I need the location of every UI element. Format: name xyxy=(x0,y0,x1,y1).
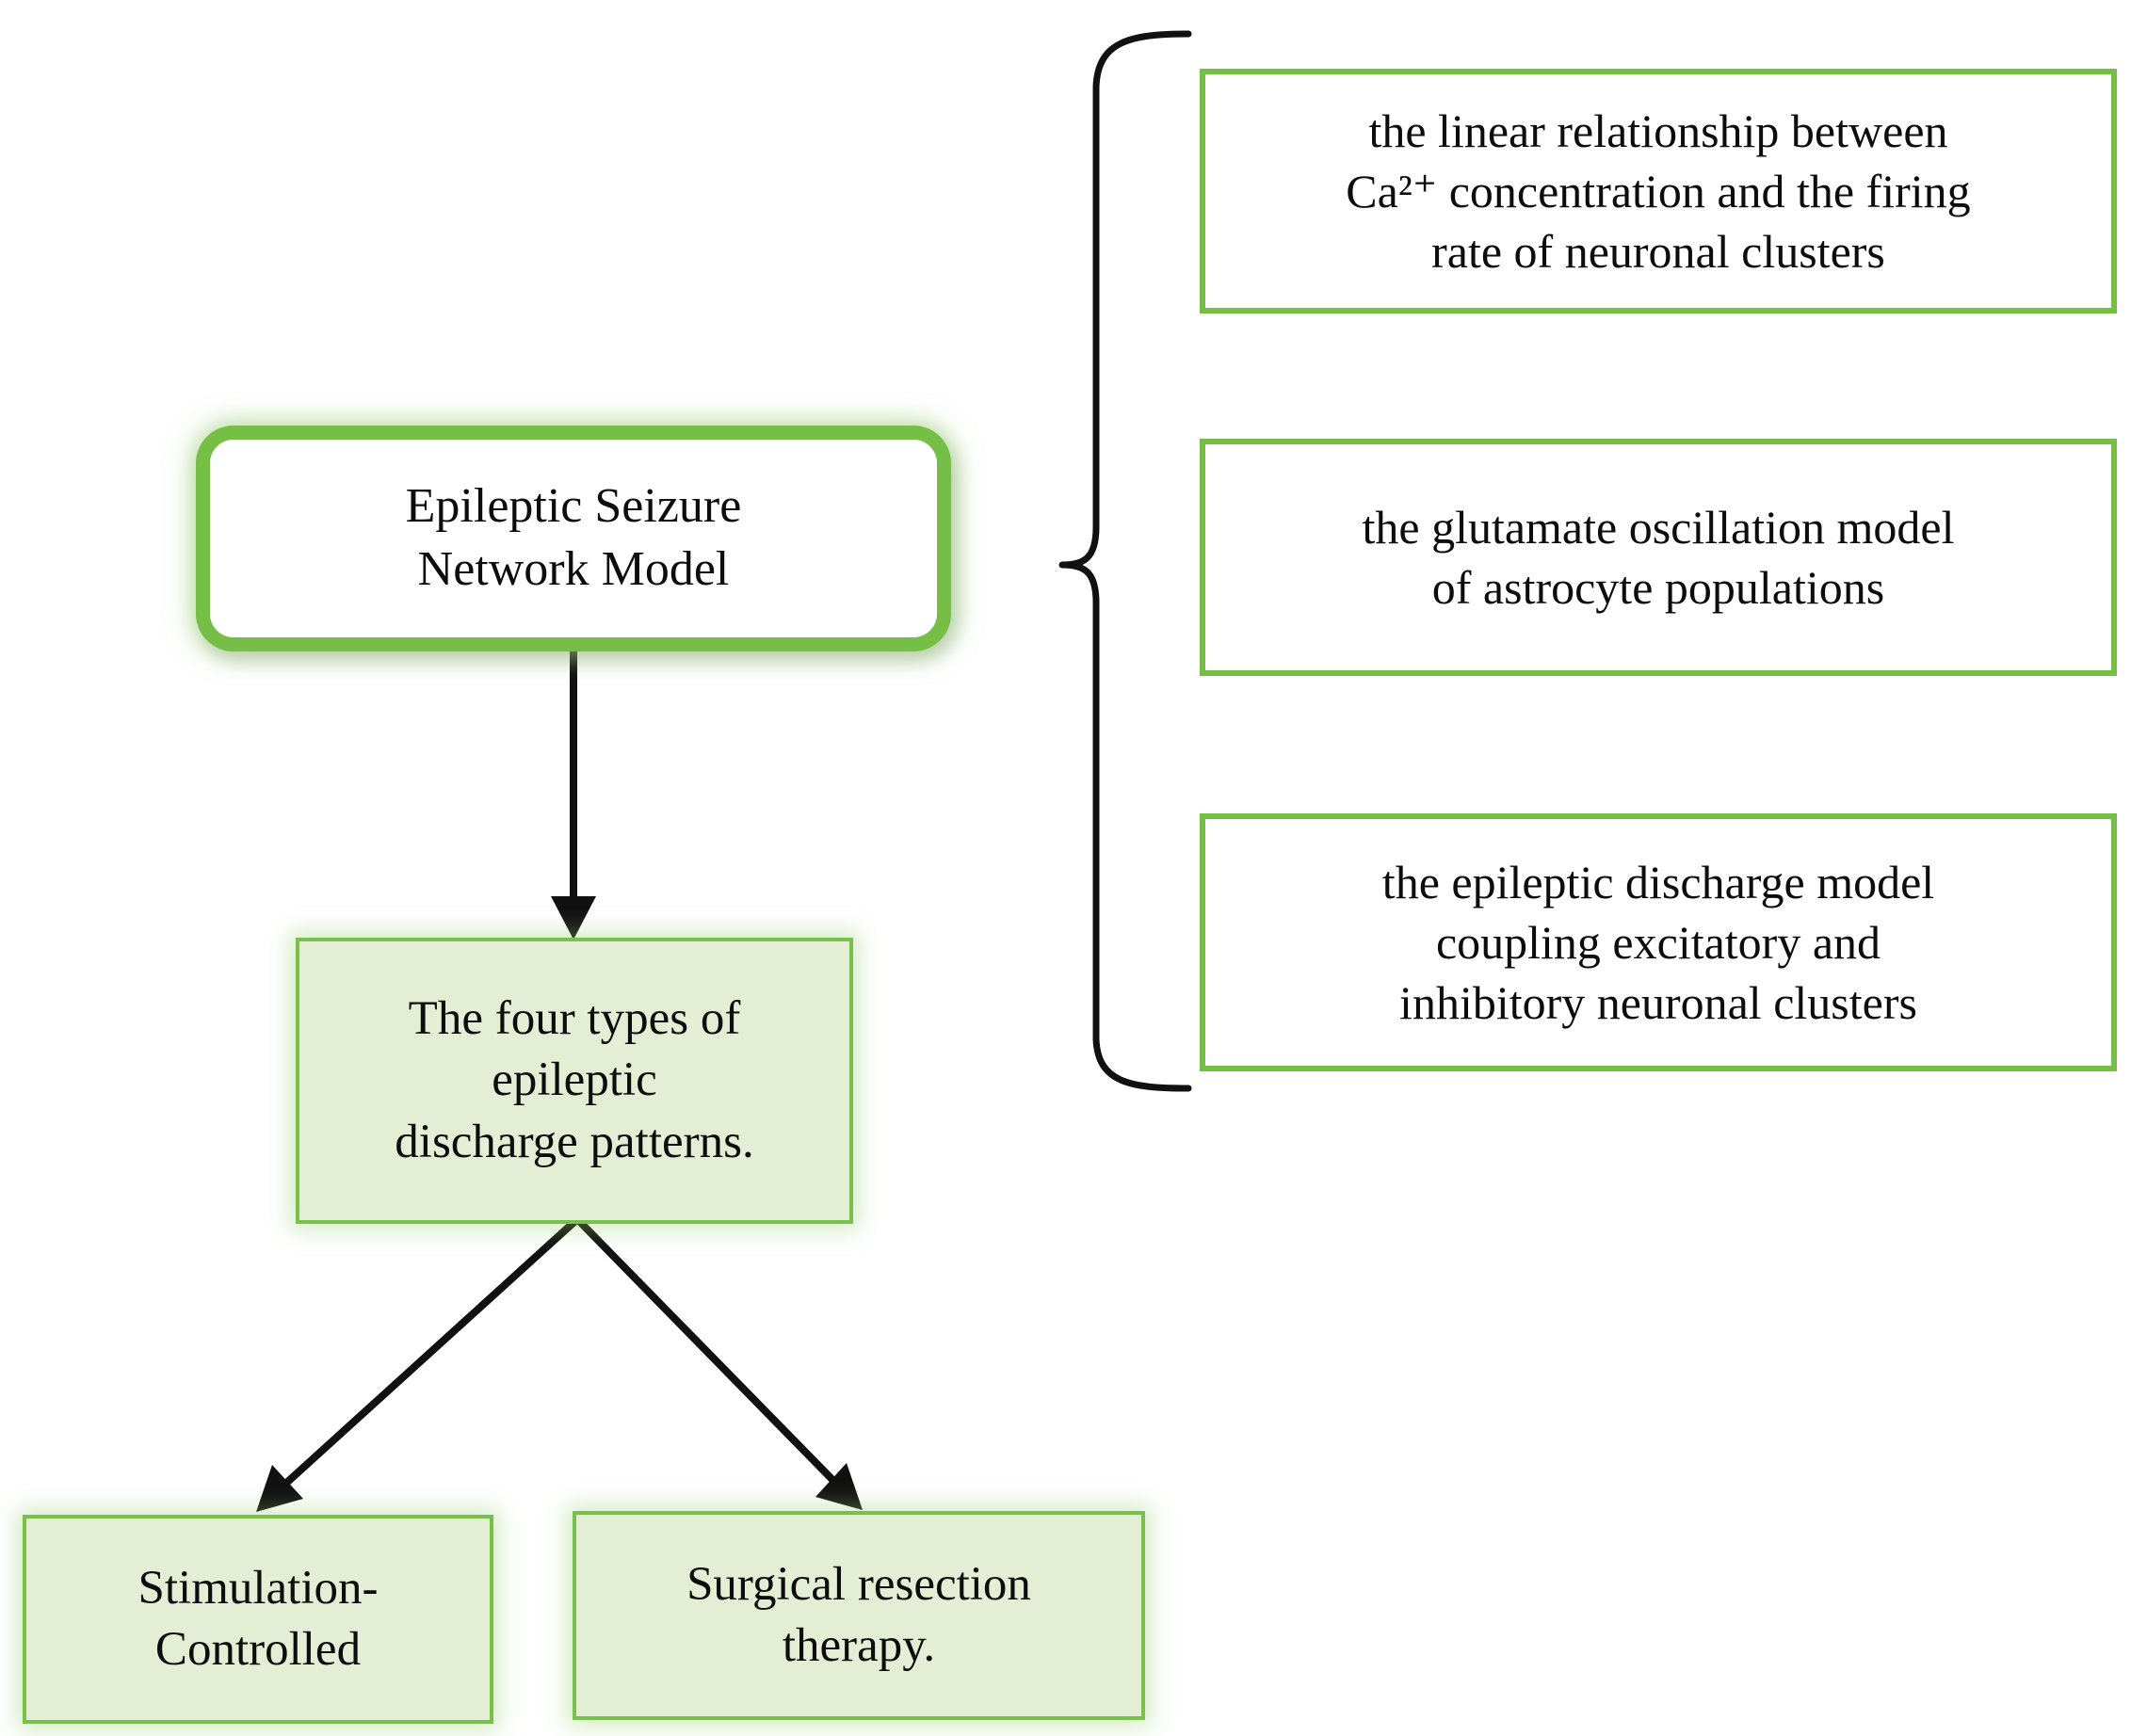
node-label: Epileptic Seizure Network Model xyxy=(405,479,742,596)
node-surgical-resection-therapy[interactable]: Surgical resection therapy. xyxy=(573,1511,1145,1720)
node-four-types-of-discharge-patterns[interactable]: The four types of epileptic discharge pa… xyxy=(296,938,853,1224)
node-label: Stimulation- Controlled xyxy=(137,1561,379,1676)
curly-brace-right-icon xyxy=(1058,30,1192,1092)
node-label: Surgical resection therapy. xyxy=(686,1557,1031,1672)
node-epileptic-seizure-network-model[interactable]: Epileptic Seizure Network Model xyxy=(196,426,951,651)
arrow-root-to-patterns-icon xyxy=(551,650,596,940)
arrow-patterns-to-therapy-left-icon xyxy=(256,1217,579,1512)
node-label: the glutamate oscillation model of astro… xyxy=(1362,501,1955,614)
node-calcium-firing-rate-relationship[interactable]: the linear relationship between Ca²⁺ con… xyxy=(1200,69,2117,313)
node-label: the linear relationship between Ca²⁺ con… xyxy=(1346,104,1971,278)
node-epileptic-discharge-model[interactable]: the epileptic discharge model coupling e… xyxy=(1200,813,2117,1071)
node-stimulation-controlled[interactable]: Stimulation- Controlled xyxy=(23,1515,493,1724)
arrow-patterns-to-therapy-right-icon xyxy=(575,1217,863,1510)
node-label: The four types of epileptic discharge pa… xyxy=(395,992,754,1168)
node-glutamate-oscillation-model[interactable]: the glutamate oscillation model of astro… xyxy=(1200,439,2117,676)
node-label: the epileptic discharge model coupling e… xyxy=(1381,856,1935,1029)
